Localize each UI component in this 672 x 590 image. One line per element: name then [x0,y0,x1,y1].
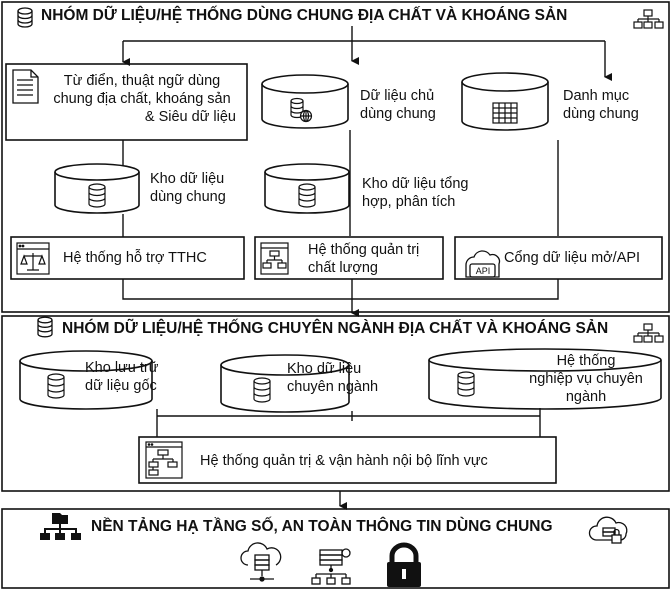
database-icon [47,373,65,399]
business-line3: ngành [565,389,607,406]
dictionary-label: Từ điển, thuật ngữ dùng chung địa chất, … [40,72,244,126]
section3-frame [1,508,670,589]
business-line2: nghiệp vụ chuyên [529,371,643,388]
catalog-cylinder [461,72,549,131]
internal-ops-box [138,436,557,484]
analytic-store-cylinder [264,163,350,214]
quality-box [254,236,444,280]
quality-label: Hệ thống quản trị chất lượng [308,241,419,277]
section1-frame [1,1,670,313]
quality-line1: Hệ thống quản trị [308,242,420,258]
api-icon-text: API [475,266,491,276]
database-icon [298,183,316,208]
business-line1: Hệ thống [556,353,616,369]
master-data-line2: dùng chung [360,106,436,123]
dictionary-line1: Từ điển, thuật ngữ dùng [63,73,221,89]
database-icon [17,7,33,28]
catalog-line1: Danh mục [563,88,630,104]
shared-store-line2: dùng chung [150,189,226,206]
dictionary-line2: chung địa chất, khoáng sản [53,91,231,108]
flowchart-icon [145,441,183,479]
cloud-server-icon [240,542,282,582]
padlock-icon [387,542,421,587]
flowchart-icon [260,242,289,275]
domain-store-label: Kho dữ liệu chuyên ngành [287,360,378,396]
section2-connectors [156,408,541,437]
section2-title: NHÓM DỮ LIỆU/HỆ THỐNG CHUYÊN NGÀNH ĐỊA C… [62,320,609,337]
shared-store-line1: Kho dữ liệu [150,171,225,187]
business-system-cylinder [428,348,662,410]
admin-support-box [10,236,245,280]
org-chart-icon [40,513,81,540]
database-icon [253,377,271,403]
table-icon [492,102,518,124]
catalog-line2: dùng chung [563,106,639,123]
raw-store-line1: Kho lưu trữ [85,360,159,376]
network-icon [633,9,664,29]
domain-store-line2: chuyên ngành [287,379,379,396]
document-icon [12,69,39,104]
database-icon [88,183,106,208]
shared-store-label: Kho dữ liệu dùng chung [150,170,226,206]
analytic-store-line1: Kho dữ liệu tổng [362,176,469,192]
open-data-label: Cổng dữ liệu mở/API [504,250,641,266]
raw-store-label: Kho lưu trữ dữ liệu gốc [85,359,158,395]
raw-store-line2: dữ liệu gốc [85,378,157,395]
master-data-line1: Dữ liệu chủ [360,88,435,104]
network-icon [633,323,664,343]
cloud-security-icon [588,516,628,544]
analytic-store-label: Kho dữ liệu tổng hợp, phân tích [362,175,468,211]
raw-store-cylinder [19,350,153,410]
database-icon [37,316,53,338]
cloud-api-icon [465,250,501,278]
quality-line2: chất lượng [308,260,379,277]
section1-title: NHÓM DỮ LIỆU/HỆ THỐNG DÙNG CHUNG ĐỊA CHẤ… [41,7,568,24]
dictionary-box [5,63,248,141]
top-distribution-arrows [122,26,612,81]
internal-ops-label: Hệ thống quản trị & vận hành nội bộ lĩnh… [200,453,488,469]
admin-support-label: Hệ thống hỗ trợ TTHC [63,250,207,266]
section2-frame [1,315,670,492]
section3-title: NỀN TẢNG HẠ TẦNG SỐ, AN TOÀN THÔNG TIN D… [91,518,553,535]
section1-vertical-lines [122,130,559,300]
master-data-label: Dữ liệu chủ dùng chung [360,87,436,123]
database-icon [457,371,475,397]
server-network-icon [311,548,351,585]
scales-icon [16,242,50,275]
business-system-label: Hệ thống nghiệp vụ chuyên ngành [512,352,660,406]
catalog-label: Danh mục dùng chung [563,87,639,123]
domain-store-cylinder [220,354,350,413]
domain-store-line1: Kho dữ liệu [287,361,362,377]
analytic-store-line2: hợp, phân tích [362,194,456,211]
shared-store-cylinder [54,163,140,214]
open-data-box [454,236,663,280]
database-globe-icon [290,97,313,123]
dictionary-line3: & Siêu dữ liệu [144,109,236,126]
master-data-cylinder [261,74,349,129]
